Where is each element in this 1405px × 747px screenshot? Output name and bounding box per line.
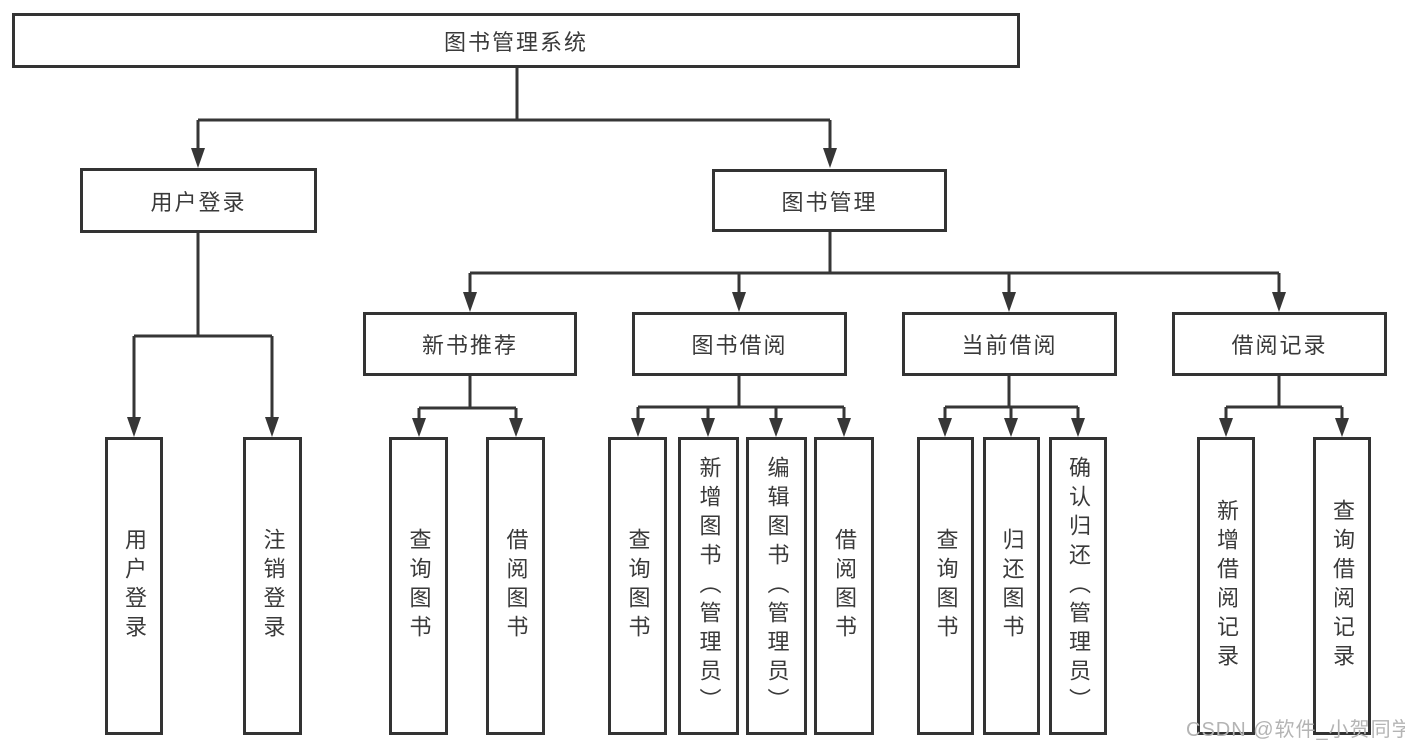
leaf-user-login-label: 用户登录 xyxy=(122,528,147,644)
leaf-newbook-query-books-label: 查询图书 xyxy=(406,528,432,644)
csdn-watermark: CSDN @软件_小贺同学 xyxy=(1186,719,1405,741)
leaf-newbook-query-books: 查询图书 xyxy=(389,437,448,735)
leaf-borrowing-query-books: 查询图书 xyxy=(608,437,667,735)
leaf-current-return-books: 归还图书 xyxy=(983,437,1040,735)
leaf-current-return-books-label: 归还图书 xyxy=(999,528,1025,644)
leaf-borrowing-add-books-admin: 新增图书（管理员） xyxy=(678,437,739,735)
leaf-logout-label: 注销登录 xyxy=(260,528,286,644)
leaf-current-confirm-return-admin-label: 确认归还（管理员） xyxy=(1066,455,1091,717)
leaf-current-confirm-return-admin: 确认归还（管理员） xyxy=(1049,437,1107,735)
leaf-borrowing-query-books-label: 查询图书 xyxy=(625,528,651,644)
leaf-current-query-books-label: 查询图书 xyxy=(933,528,959,644)
node-new-book-recommend: 新书推荐 xyxy=(363,312,577,376)
node-user-login: 用户登录 xyxy=(80,168,317,233)
leaf-current-query-books: 查询图书 xyxy=(917,437,974,735)
node-book-borrowing: 图书借阅 xyxy=(632,312,847,376)
leaf-records-query-record-label: 查询借阅记录 xyxy=(1330,499,1355,673)
leaf-records-add-record-label: 新增借阅记录 xyxy=(1214,499,1239,673)
node-current-borrowing: 当前借阅 xyxy=(902,312,1117,376)
node-library-management-system: 图书管理系统 xyxy=(12,13,1020,68)
leaf-user-login: 用户登录 xyxy=(105,437,163,735)
node-book-management: 图书管理 xyxy=(712,169,947,232)
leaf-records-query-record: 查询借阅记录 xyxy=(1313,437,1371,735)
leaf-records-add-record: 新增借阅记录 xyxy=(1197,437,1255,735)
leaf-borrowing-borrow-books-label: 借阅图书 xyxy=(832,528,857,644)
leaf-borrowing-borrow-books: 借阅图书 xyxy=(814,437,874,735)
leaf-borrowing-edit-books-admin: 编辑图书（管理员） xyxy=(746,437,807,735)
leaf-logout: 注销登录 xyxy=(243,437,302,735)
node-borrow-records: 借阅记录 xyxy=(1172,312,1387,376)
leaf-newbook-borrow-books-label: 借阅图书 xyxy=(503,528,529,644)
leaf-newbook-borrow-books: 借阅图书 xyxy=(486,437,545,735)
leaf-borrowing-edit-books-admin-label: 编辑图书（管理员） xyxy=(764,455,790,717)
leaf-borrowing-add-books-admin-label: 新增图书（管理员） xyxy=(696,455,722,717)
